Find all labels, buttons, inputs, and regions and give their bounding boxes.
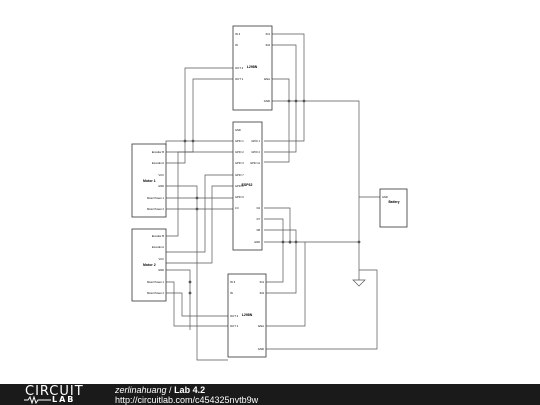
motor2-pin: Motor Power 1 (147, 280, 164, 284)
wire-l298n-gnd-to-ground (272, 100, 360, 280)
footer-bar: CIRCUIT LAB zerlinahuang / Lab 4.2 http:… (0, 384, 540, 405)
battery-pin: GND (382, 195, 388, 199)
esp32-pin: GPIO 1 (251, 139, 260, 143)
battery-block[interactable]: GND Battery (379, 188, 408, 228)
schematic-diagram: L298N IN 4 IN OUT 2 OUT 1 IN1 IN2 ENA GN… (131, 25, 408, 361)
wire-esp-d8 (264, 229, 297, 294)
l298n-bottom-title: L298N (242, 313, 253, 317)
circuitlab-logo-bottom: LAB (52, 395, 76, 404)
motor2-pin: VCC (159, 257, 165, 261)
wire-esp-d7 (264, 218, 284, 283)
l298n-top-pin: GND (264, 99, 270, 103)
l298n-top-pin: IN (235, 43, 238, 47)
l298n-top-title: L298N (247, 65, 258, 69)
motor1-pin: Motor Power 1 (147, 196, 164, 200)
wire-esp-gpio9 (166, 185, 233, 264)
wire-out2-motor1 (166, 67, 248, 164)
ground-symbol (352, 279, 366, 287)
l298n-top-pin: OUT 2 (235, 66, 244, 70)
wire-esp-d4 (264, 207, 291, 244)
wires (165, 33, 380, 361)
title-separator: / (166, 385, 175, 395)
wire-motor2-power2 (166, 292, 228, 317)
motor1-block[interactable]: Motor 1 Encoder B Encoder A VCC GND Moto… (131, 143, 167, 218)
esp32-pin: D8 (257, 228, 261, 232)
motor2-pin: GND (158, 268, 164, 272)
motor1-pin: Motor Power 2 (147, 207, 164, 211)
motor2-pin: Motor Power 2 (147, 291, 164, 295)
esp32-pin: GPIO 9 (235, 195, 244, 199)
l298n-bottom-pin: IN 3 (230, 280, 236, 284)
esp32-pin: GPIO 8 (235, 184, 244, 188)
motor1-pin: VCC (159, 173, 165, 177)
battery-title: Battery (389, 200, 400, 204)
wire-l298n-in1-to-esp32 (264, 33, 305, 142)
circuitlab-logo-top: CIRCUIT (25, 384, 84, 399)
l298n-top-pin: IN1 (266, 32, 271, 36)
motor2-title: Motor 2 (143, 263, 156, 267)
esp32-pin: GPIO 11 (250, 161, 260, 165)
esp32-pin: GND (235, 128, 241, 132)
motor1-title: Motor 1 (143, 179, 156, 183)
l298n-bottom-block[interactable]: L298N IN 3 IN OUT 2 OUT 1 IN1 IN2 ENA GN… (227, 273, 267, 358)
esp32-pin: GPIO 7 (235, 173, 244, 177)
motor2-pin: Encoder B (152, 234, 164, 238)
l298n-bottom-pin: OUT 1 (230, 324, 239, 328)
esp32-pin: 3.3 (235, 206, 239, 210)
motor2-block[interactable]: Motor 2 Encoder B Encoder A VCC GND Moto… (131, 228, 167, 302)
wire-bottom-ena (266, 242, 306, 327)
author-name[interactable]: zerlinahuang (115, 385, 167, 395)
l298n-top-block[interactable]: L298N IN 4 IN OUT 2 OUT 1 IN1 IN2 ENA GN… (232, 25, 273, 111)
l298n-bottom-pin: IN (230, 291, 233, 295)
circuit-url-link[interactable]: http://circuitlab.com/c454325nvtb9w (115, 395, 259, 405)
l298n-top-pin: IN 4 (235, 32, 241, 36)
wire-motor2-gnd (166, 269, 191, 330)
wire-esp-gpio2-motor2 (166, 151, 233, 237)
wire-esp-gpio1-motor (165, 140, 233, 145)
esp32-pin: D4 (257, 206, 261, 210)
wire-l298n-in2-to-esp32 (264, 44, 297, 153)
motor1-pin: Encoder A (152, 161, 164, 165)
l298n-bottom-pin: IN1 (260, 280, 265, 284)
esp32-pin: GND (254, 240, 260, 244)
l298n-bottom-pin: OUT 2 (230, 314, 239, 318)
motor2-pin: Encoder A (152, 245, 164, 249)
esp32-title: ESP32 (242, 183, 253, 187)
motor1-pin: GND (158, 184, 164, 188)
wire-esp-gpio7-motor2 (166, 174, 233, 253)
schematic-canvas[interactable]: L298N IN 4 IN OUT 2 OUT 1 IN1 IN2 ENA GN… (0, 0, 540, 384)
l298n-top-pin: IN2 (266, 43, 271, 47)
l298n-top-pin: ENA (264, 77, 270, 81)
esp32-pin: GPIO 1 (235, 139, 244, 143)
esp32-pin: D7 (257, 217, 261, 221)
wire-motor2-power1 (166, 281, 228, 327)
l298n-top-pin: OUT 1 (235, 77, 244, 81)
wire-l298n-ena-to-esp32 (264, 78, 290, 163)
esp32-pin: GPIO 2 (251, 150, 260, 154)
motor1-pin: Encoder B (152, 150, 164, 154)
esp32-block[interactable]: ESP32 GND GPIO 1 GPIO 2 GPIO 3 GPIO 7 GP… (232, 121, 263, 251)
esp32-pin: GPIO 3 (235, 161, 244, 165)
project-title[interactable]: Lab 4.2 (174, 385, 206, 395)
wire-junctions (183, 99, 361, 295)
wire-motor1-gnd (166, 185, 228, 361)
l298n-bottom-pin: GND (258, 347, 264, 351)
esp32-pin: GPIO 2 (235, 150, 244, 154)
author-line: zerlinahuang / Lab 4.2 (115, 385, 205, 395)
l298n-bottom-pin: IN2 (260, 291, 265, 295)
circuit-wave-icon (24, 396, 51, 404)
wire-bottom-gnd (266, 269, 378, 350)
l298n-bottom-pin: ENA (258, 324, 264, 328)
